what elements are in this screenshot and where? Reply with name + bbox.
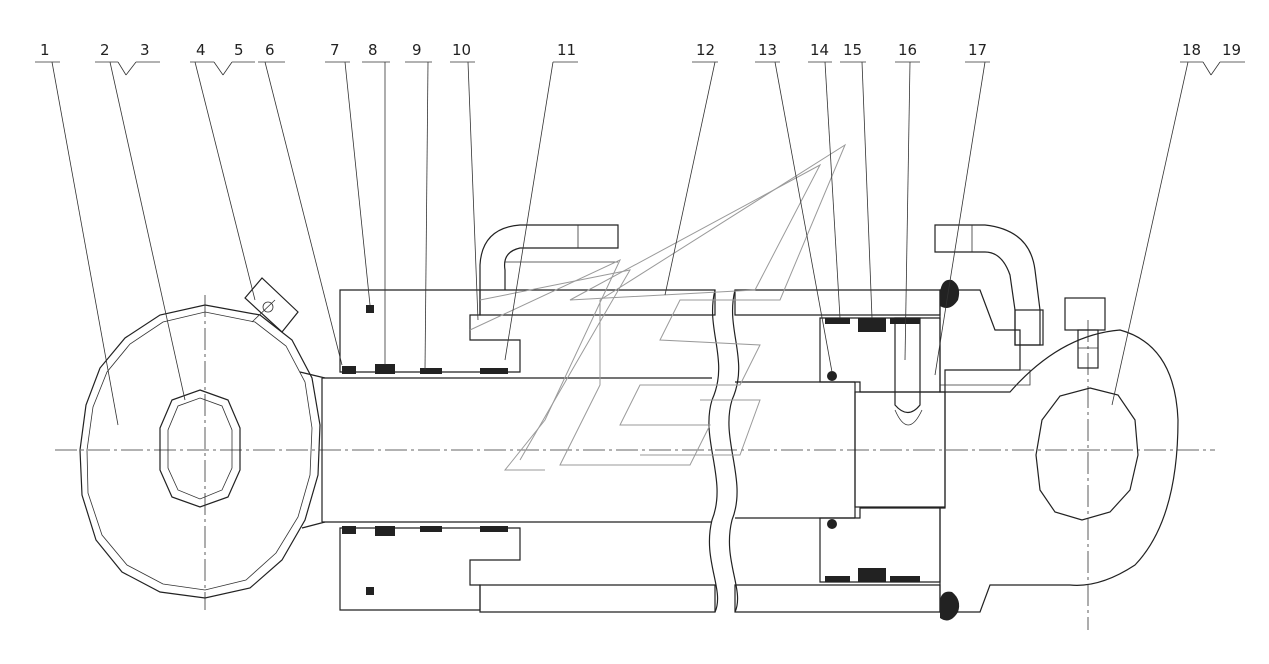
- callout-13: 13: [758, 41, 777, 59]
- callout-14: 14: [810, 41, 829, 59]
- oil-port-left: [479, 224, 619, 290]
- callout-9: 9: [412, 41, 422, 59]
- callout-18: 18: [1182, 41, 1201, 59]
- watermark-logo: [469, 143, 847, 471]
- callout-7: 7: [330, 41, 340, 59]
- callout-4: 4: [196, 41, 206, 59]
- cylinder-bottom: [934, 224, 1179, 630]
- rod-eye: [79, 277, 326, 610]
- callout-labels: 1 2 3 4 5 6 7 8 9 10 11 12 13 14 15 16 1…: [40, 41, 1241, 59]
- piston: [819, 317, 941, 583]
- callout-8: 8: [368, 41, 378, 59]
- callout-12: 12: [696, 41, 715, 59]
- gland-bottom: [339, 526, 521, 611]
- callout-10: 10: [452, 41, 471, 59]
- callout-17: 17: [968, 41, 987, 59]
- callout-16: 16: [898, 41, 917, 59]
- callout-15: 15: [843, 41, 862, 59]
- gland-top: [339, 289, 521, 374]
- callout-3: 3: [140, 41, 150, 59]
- callout-11: 11: [557, 41, 576, 59]
- callout-6: 6: [265, 41, 275, 59]
- callout-5: 5: [234, 41, 244, 59]
- leader-lines: [35, 61, 1245, 426]
- callout-1: 1: [40, 41, 50, 59]
- callout-2: 2: [100, 41, 110, 59]
- callout-19: 19: [1222, 41, 1241, 59]
- cylinder-tube: [479, 289, 941, 613]
